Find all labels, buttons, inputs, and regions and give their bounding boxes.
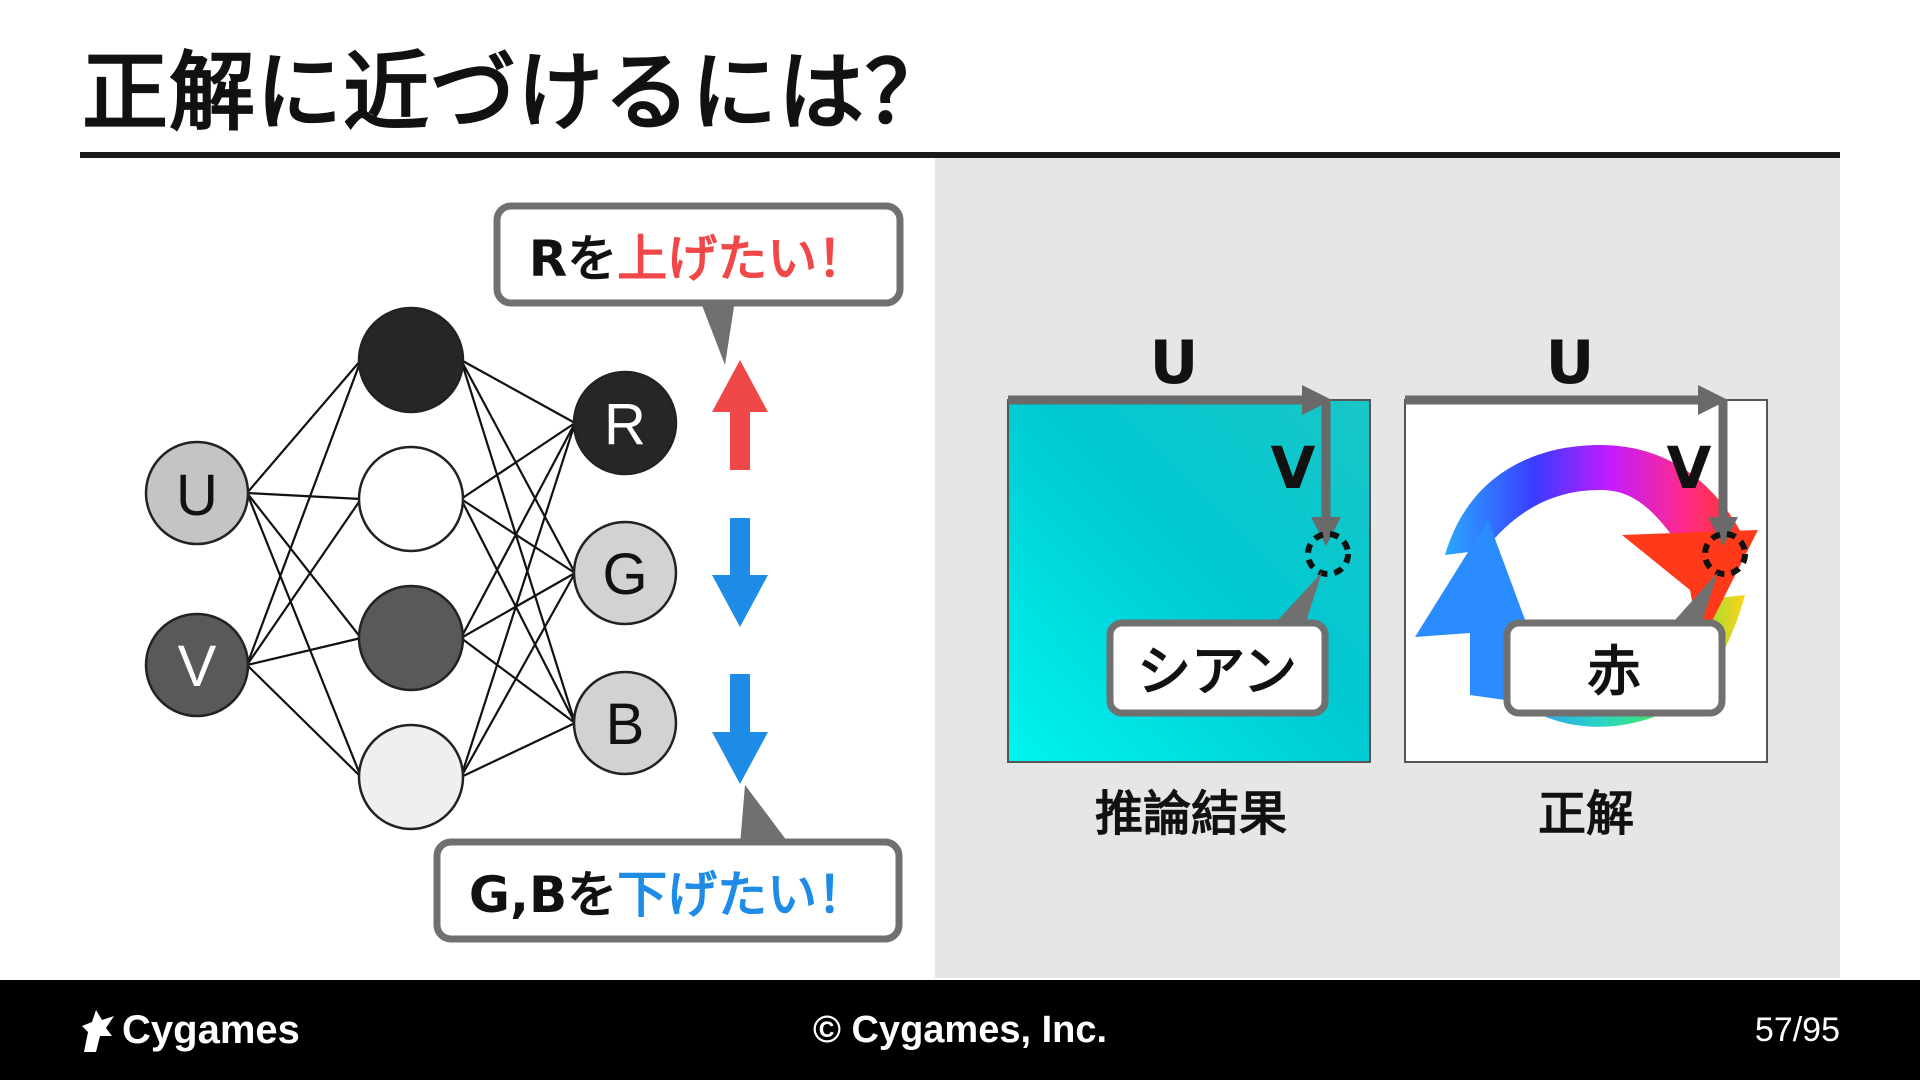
color-ring-arrowhead-right [1622, 530, 1758, 645]
u-axis-label: U [1150, 328, 1199, 398]
callout-tail [1675, 572, 1718, 628]
input-node-u-label: U [176, 463, 218, 528]
title-divider [80, 152, 1840, 158]
slide-title: 正解に近づけるには？ [82, 43, 952, 143]
ground-truth-panel: U V 赤 正解 [1404, 328, 1768, 842]
v-axis-label: V [1271, 434, 1316, 502]
output-node-r-label: R [604, 392, 646, 457]
footer-copyright: © Cygames, Inc. [812, 1009, 1108, 1051]
network-connections [245, 359, 577, 778]
network-edge [459, 422, 577, 778]
callout-box [1106, 619, 1329, 717]
callout-raise-r: Rを上げたい！ [493, 202, 904, 365]
output-node-g-label: G [602, 542, 647, 607]
cygames-logo: Cygames [78, 1002, 300, 1058]
network-edge [460, 572, 576, 778]
network-edge [460, 422, 576, 500]
callout-box [493, 202, 904, 307]
v-axis-label: V [1667, 434, 1712, 502]
callout-lower-prefix: G,Bを [469, 866, 617, 924]
output-node-r-circle [572, 370, 678, 476]
network-edge [460, 722, 576, 778]
input-node-v-circle [144, 612, 250, 718]
callout-box [1503, 619, 1726, 717]
network-edge [246, 359, 362, 494]
cygames-logo-icon [82, 1010, 114, 1052]
network-edge [245, 492, 363, 778]
hidden-node-2 [357, 445, 465, 553]
output-node-b-circle [572, 670, 678, 776]
callout-lower-text: G,Bを下げたい！ [469, 866, 867, 924]
output-node-b: B [572, 670, 678, 776]
output-node-r: R [572, 370, 678, 476]
callout-raise-text: Rを上げたい！ [529, 230, 868, 288]
network-edge [246, 492, 362, 639]
color-ring-top [1445, 445, 1745, 555]
network-edge [459, 359, 577, 724]
cyan-callout-label: シアン [1137, 640, 1297, 703]
network-edge [460, 422, 576, 639]
network-edge [245, 359, 363, 666]
inference-result-panel: U V シアン 推論結果 [1007, 328, 1371, 842]
arrow-up-icon [712, 360, 768, 470]
network-edge [460, 359, 576, 424]
output-node-g-circle [572, 520, 678, 626]
hidden-node-3 [357, 584, 465, 692]
callout-raise-prefix: Rを [529, 230, 618, 288]
input-node-u-circle [144, 440, 250, 546]
u-axis-label: U [1546, 328, 1595, 398]
output-node-b-label: B [606, 692, 645, 757]
red-callout-label: 赤 [1587, 640, 1641, 703]
callout-tail [1278, 572, 1322, 628]
sample-point-marker [1702, 531, 1748, 577]
network-edge [246, 664, 362, 778]
arrow-down-icon [712, 674, 768, 784]
page-number: 57/95 [1754, 1011, 1840, 1049]
network-edge [460, 498, 576, 724]
callout-lower-highlight: 下げたい！ [617, 866, 867, 924]
u-axis-arrowhead [1302, 385, 1332, 415]
hidden-node-4 [357, 723, 465, 831]
v-axis-arrowhead [1311, 517, 1341, 546]
callout-lower-gb: G,Bを下げたい！ [433, 785, 903, 943]
input-node-v-label: V [178, 634, 217, 699]
hidden-node-1 [357, 306, 465, 414]
callout-box [433, 838, 903, 943]
cygames-logo-text: Cygames [122, 1007, 300, 1052]
input-node-u: U [144, 440, 250, 546]
sample-point-marker [1305, 531, 1351, 577]
network-edge [246, 491, 362, 501]
network-edge [460, 572, 576, 639]
ground-truth-caption: 正解 [1538, 786, 1634, 842]
callout-tail [700, 300, 735, 365]
network-edge [460, 359, 576, 574]
callout-tail [740, 785, 790, 845]
inference-result-caption: 推論結果 [1095, 786, 1287, 842]
arrow-down-icon [712, 518, 768, 627]
network-edge [460, 637, 576, 724]
v-axis-arrowhead [1708, 517, 1738, 546]
footer-bar: Cygames © Cygames, Inc. 57/95 [0, 980, 1920, 1080]
network-edge [460, 498, 576, 574]
input-node-v: V [144, 612, 250, 718]
u-axis-arrowhead [1698, 385, 1728, 415]
network-edge [246, 498, 362, 666]
callout-raise-highlight: 上げたい！ [617, 230, 867, 288]
network-edge [246, 636, 362, 667]
output-node-g: G [572, 520, 678, 626]
